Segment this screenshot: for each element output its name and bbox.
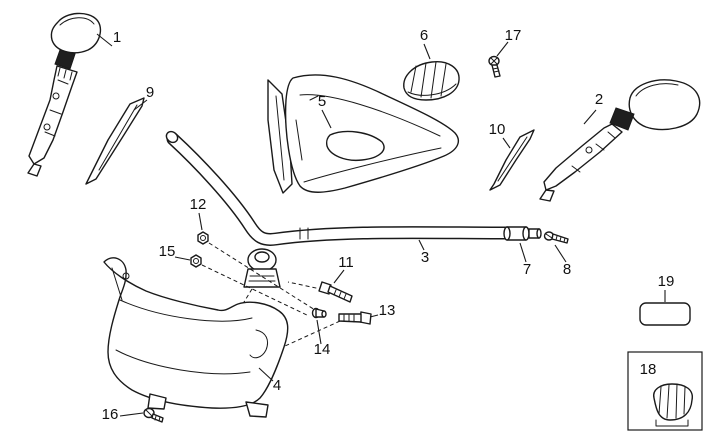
- part-bar-end-screw: [543, 231, 569, 244]
- callout-1: 1: [113, 29, 121, 46]
- callout-8: 8: [563, 261, 571, 278]
- callout-2: 2: [595, 91, 603, 108]
- callout-5: 5: [318, 93, 326, 110]
- callout-7: 7: [523, 261, 531, 278]
- part-hex-bolt-lower: [338, 311, 372, 325]
- part-handlebar-front-cover: [267, 74, 459, 194]
- callout-18: 18: [640, 361, 657, 378]
- callout-15: 15: [159, 243, 176, 260]
- part-left-rearview-mirror: [27, 12, 102, 177]
- callout-11: 11: [338, 254, 354, 271]
- callout-17: 17: [505, 27, 522, 44]
- callout-14: 14: [314, 341, 331, 358]
- part-top-cover-screw: [488, 55, 501, 78]
- part-blank-label-plate: [639, 302, 691, 326]
- callout-4: 4: [273, 377, 281, 394]
- callout-3: 3: [421, 249, 429, 266]
- part-handlebar-tube: [165, 130, 513, 288]
- callout-19: 19: [658, 273, 675, 290]
- callout-10: 10: [489, 121, 506, 138]
- callout-6: 6: [420, 27, 428, 44]
- part-hex-nut-lower: [190, 254, 202, 268]
- callout-16: 16: [102, 406, 119, 423]
- part-right-rearview-mirror: [539, 79, 701, 202]
- part-cover-fixing-screw: [143, 407, 164, 423]
- part-handlebar-lower-cover: [103, 257, 289, 418]
- part-right-mirror-trim-blade: [489, 129, 535, 191]
- part-hex-bolt-upper: [318, 281, 353, 303]
- part-upper-instrument-cover: [403, 61, 460, 101]
- part-spacer-pin: [311, 307, 327, 319]
- part-bar-end-weight: [503, 226, 542, 241]
- callout-12: 12: [190, 196, 207, 213]
- part-boxed-grip: [627, 351, 703, 431]
- callout-13: 13: [379, 302, 396, 319]
- part-left-mirror-trim-blade: [85, 97, 145, 185]
- callout-9: 9: [146, 84, 154, 101]
- leader-lines: [96, 33, 666, 417]
- part-hex-nut-upper: [197, 231, 209, 245]
- callout-numbers: 1 2 3 4 5 6 7 8 9 10 11 12 13 14 15 16 1…: [102, 27, 675, 423]
